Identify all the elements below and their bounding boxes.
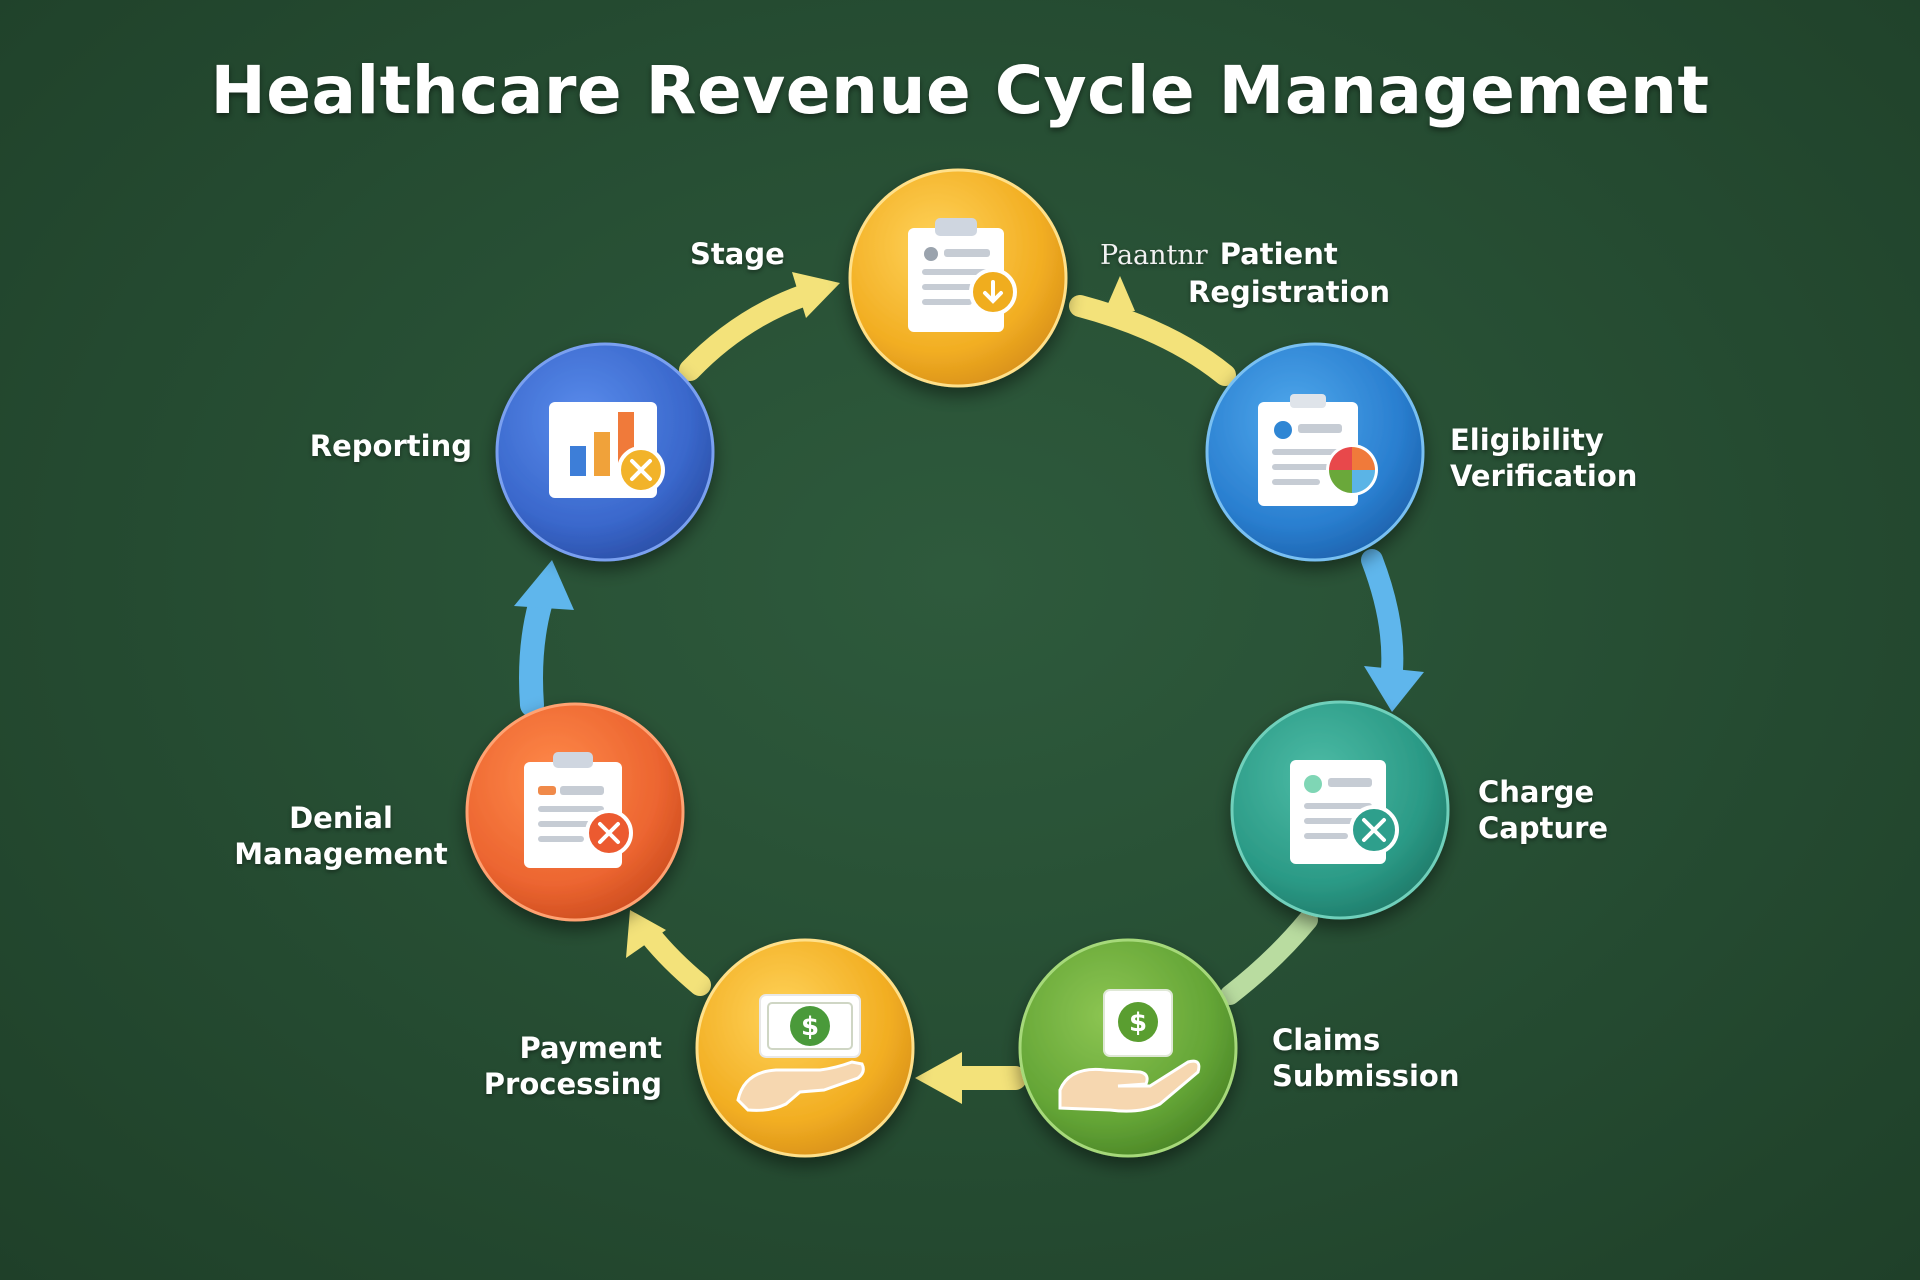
label-denial-line2: Management bbox=[234, 837, 448, 871]
document-check-icon bbox=[1290, 760, 1399, 864]
arrow-eligibility-to-charge bbox=[1361, 549, 1424, 712]
label-eligibility-verification: Eligibility Verification bbox=[1450, 422, 1637, 494]
label-payment-line2: Processing bbox=[483, 1067, 662, 1101]
arrow-payment-to-denial bbox=[626, 910, 711, 996]
label-claims-line2: Submission bbox=[1272, 1059, 1460, 1093]
label-charge-capture: Charge Capture bbox=[1478, 774, 1608, 846]
page-title: Healthcare Revenue Cycle Management bbox=[210, 52, 1710, 129]
label-eligibility-line2: Verification bbox=[1450, 459, 1638, 493]
document-pie-chart-icon bbox=[1258, 394, 1378, 506]
bar-chart-icon bbox=[549, 402, 665, 498]
label-claims-line1: Claims bbox=[1272, 1023, 1381, 1057]
label-charge-line1: Charge bbox=[1478, 775, 1595, 809]
label-payment-line1: Payment bbox=[519, 1031, 662, 1065]
label-denial-line1: Denial bbox=[289, 801, 393, 835]
label-denial-management: Denial Management bbox=[230, 800, 452, 872]
label-charge-line2: Capture bbox=[1478, 811, 1609, 845]
label-eligibility-line1: Eligibility bbox=[1450, 423, 1604, 457]
svg-text:$: $ bbox=[801, 1012, 819, 1042]
arrow-reporting-to-registration bbox=[679, 272, 840, 381]
arrow-denial-to-reporting bbox=[514, 560, 574, 717]
label-stage-text: Stage bbox=[690, 237, 785, 271]
label-registration-line1: Paantnr Patient bbox=[1100, 236, 1390, 274]
label-registration-prefix: Paantnr bbox=[1100, 240, 1208, 271]
label-claims-submission: Claims Submission bbox=[1272, 1022, 1459, 1094]
label-patient-registration: Paantnr Patient Registration bbox=[1100, 236, 1390, 310]
clipboard-check-icon bbox=[908, 218, 1017, 332]
svg-text:$: $ bbox=[1129, 1008, 1147, 1038]
hand-payment-icon: $ bbox=[736, 994, 865, 1112]
arrow-charge-to-claims bbox=[1220, 910, 1318, 1005]
label-registration-word: Patient bbox=[1219, 237, 1338, 271]
label-payment-processing: Payment Processing bbox=[440, 1030, 662, 1102]
hand-money-icon: $ bbox=[1058, 989, 1201, 1113]
arrow-registration-to-eligibility bbox=[1069, 276, 1236, 386]
label-stage: Stage bbox=[690, 236, 785, 272]
clipboard-x-icon bbox=[524, 752, 633, 868]
label-reporting: Reporting bbox=[262, 428, 472, 464]
arrow-claims-to-payment bbox=[915, 1052, 1027, 1104]
label-reporting-text: Reporting bbox=[309, 429, 472, 463]
label-registration-line2: Registration bbox=[1188, 275, 1391, 309]
